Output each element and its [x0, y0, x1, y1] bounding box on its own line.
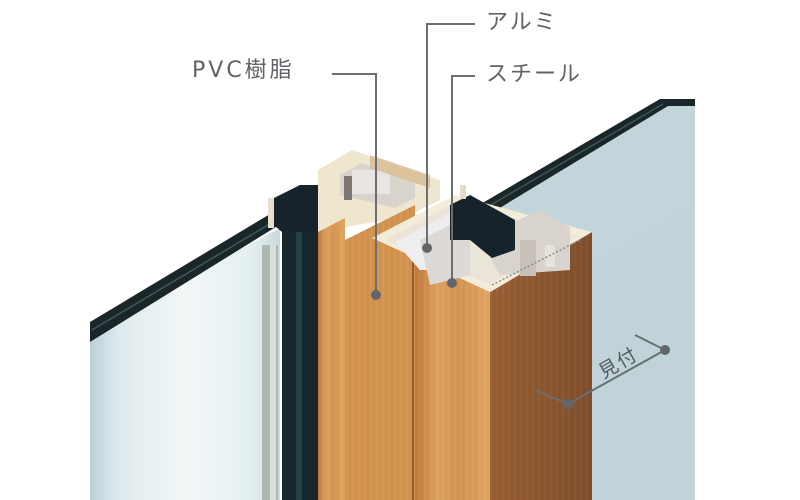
pvc-leader-line	[332, 73, 377, 295]
mitsuke-leader-line	[534, 334, 668, 406]
leader-dots	[371, 243, 670, 409]
alumi-leader-line	[426, 23, 475, 248]
steel-leader-dot	[447, 278, 457, 288]
leader-lines	[332, 23, 668, 406]
front-sash-gasket	[450, 185, 515, 258]
pvc-resin-label: PVC樹脂	[192, 58, 295, 83]
alumi-leader-dot	[422, 243, 432, 253]
mitsuke-dot-left	[563, 399, 573, 409]
left-glass-pane	[90, 228, 280, 500]
steel-leader-line	[451, 75, 475, 283]
pvc-leader-dot	[371, 290, 381, 300]
rear-sash-face	[318, 218, 345, 500]
front-sash-side	[490, 232, 592, 500]
mitsuke-dot-right	[660, 345, 670, 355]
front-sash-face	[345, 205, 490, 500]
aluminum-label: アルミ	[486, 10, 558, 35]
steel-label: スチール	[486, 62, 583, 87]
